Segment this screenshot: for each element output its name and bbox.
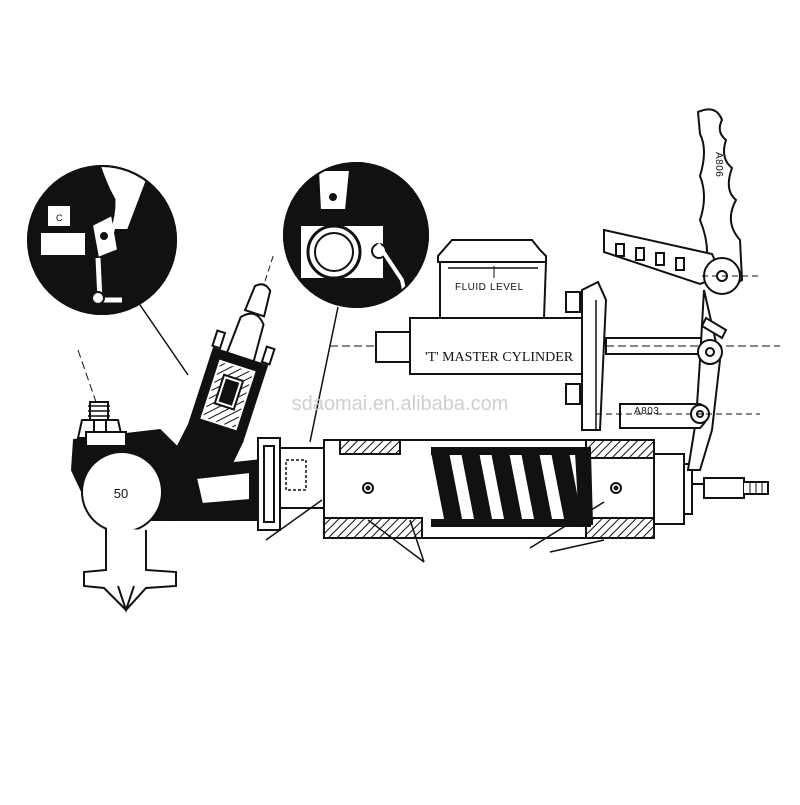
leader-line <box>265 499 323 541</box>
part-code-lever: A803 <box>634 406 659 417</box>
leader-line <box>409 519 425 563</box>
level-label: LEVEL <box>490 282 524 293</box>
detail-circle-right <box>283 162 429 308</box>
leader-line <box>367 519 425 563</box>
leader-line <box>529 501 605 549</box>
watermark: sdaomai.en.alibaba.com <box>292 393 509 415</box>
labels: 50 'T' MASTER CYLINDER FLUID LEVEL A803 … <box>114 152 724 501</box>
stub-axle <box>70 349 184 614</box>
master-cylinder <box>330 239 780 431</box>
callout-number: 50 <box>114 486 128 501</box>
angled-wheel-cylinder <box>164 252 276 498</box>
master-cylinder-label: 'T' MASTER CYLINDER <box>425 350 574 365</box>
fluid-label: FLUID <box>455 282 486 293</box>
pedal-assembly <box>596 108 760 471</box>
leader-line <box>549 539 605 553</box>
main-cylinder <box>168 437 769 539</box>
svg-text:C: C <box>56 213 63 223</box>
detail-circle-left: C <box>27 165 177 315</box>
leader-line <box>309 306 339 443</box>
leader-line <box>137 301 189 376</box>
part-code-pedal: A806 <box>713 152 724 177</box>
